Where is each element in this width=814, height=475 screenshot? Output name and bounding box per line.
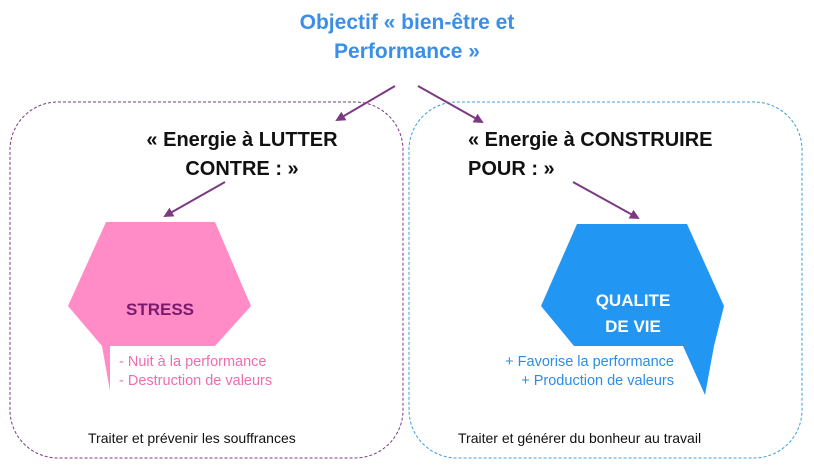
left-bullet-item: - Destruction de valeurs [119, 373, 273, 389]
title-line-1: Objectif « bien-être et [299, 11, 515, 34]
stress-label: STRESS [125, 300, 195, 319]
quality-label-line-1: QUALITE [595, 291, 671, 310]
stress-callout-shape [68, 222, 251, 391]
right-bullet-item: + Production de valeurs [521, 373, 674, 389]
diagram-title: Objectif « bien-être et Performance » [207, 8, 607, 66]
left-bullet-list: - Nuit à la performance - Destruction de… [119, 353, 272, 391]
left-panel-border [9, 101, 404, 459]
left-heading: « Energie à LUTTER CONTRE : » [122, 126, 362, 184]
left-heading-line-2: CONTRE : » [185, 158, 299, 180]
quality-label-line-2: DE VIE [605, 317, 661, 336]
left-heading-line-1: « Energie à LUTTER [146, 129, 338, 151]
left-footer: Traiter et prévenir les souffrances [88, 430, 296, 446]
quality-of-life-label: QUALITE DE VIE [573, 288, 693, 340]
right-heading-line-2: POUR : » [468, 158, 555, 180]
right-heading: « Energie à CONSTRUIRE POUR : » [468, 126, 713, 184]
arrow-left-heading-to-stress [163, 181, 226, 217]
title-line-2: Performance » [334, 40, 480, 63]
arrow-right-heading-to-quality [572, 181, 640, 219]
arrow-title-to-right [417, 85, 484, 123]
right-bullet-item: + Favorise la performance [505, 354, 674, 370]
right-bullet-list: + Favorise la performance + Production d… [505, 353, 674, 391]
right-heading-line-1: « Energie à CONSTRUIRE [468, 129, 713, 151]
right-panel-border [408, 101, 803, 459]
right-footer: Traiter et générer du bonheur au travail [458, 430, 702, 446]
arrow-title-to-left [335, 85, 396, 122]
left-bullet-item: - Nuit à la performance [119, 354, 267, 370]
quality-callout-shape [541, 224, 724, 395]
